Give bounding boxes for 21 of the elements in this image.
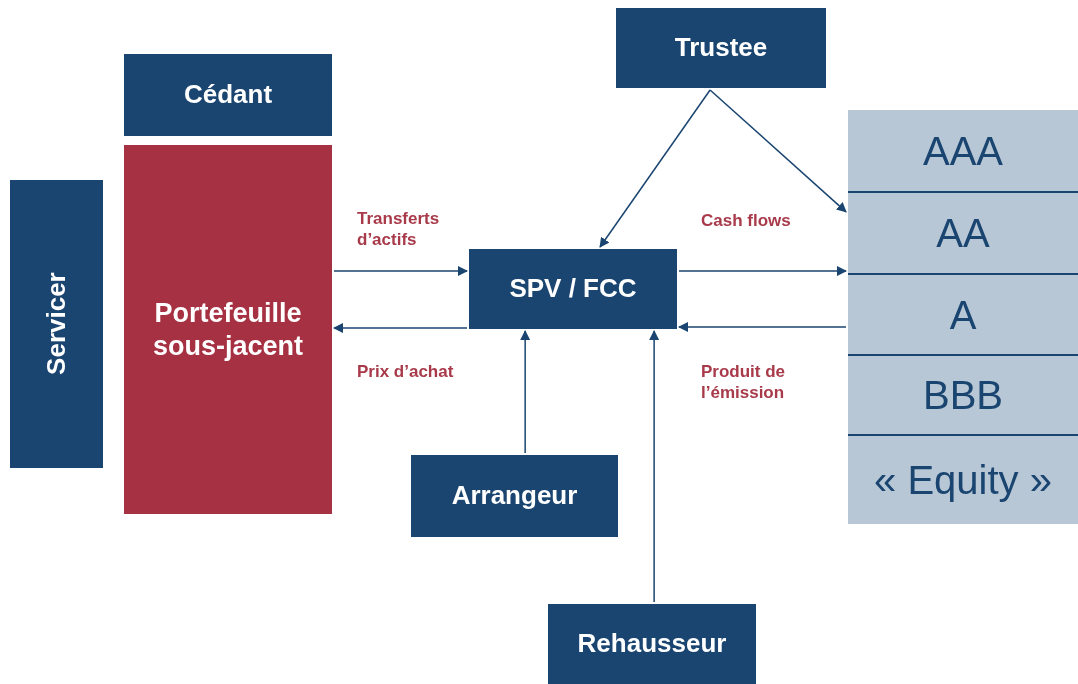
arrow	[709, 89, 847, 213]
tranche-row: A	[848, 273, 1078, 354]
label-box: Cédant	[124, 54, 332, 136]
arrow	[333, 266, 468, 276]
label-box: Arrangeur	[411, 455, 618, 537]
tranche-row: BBB	[848, 354, 1078, 434]
tranche-row: AAA	[848, 110, 1078, 191]
arrow	[599, 89, 711, 248]
arrow	[649, 330, 660, 603]
arrow	[678, 266, 847, 277]
label-box: Servicer	[10, 180, 103, 468]
tranche-stack	[848, 110, 1078, 524]
tranche-row: AA	[848, 191, 1078, 273]
label-box: Rehausseur	[548, 604, 756, 684]
portfolio-box: Portefeuille sous-jacent	[124, 145, 332, 514]
tranche-row: « Equity »	[848, 434, 1078, 524]
arrow	[520, 330, 531, 454]
arrow	[678, 322, 847, 332]
label-box: Trustee	[616, 8, 826, 88]
arrow	[333, 323, 468, 333]
label-box: SPV / FCC	[469, 249, 677, 329]
